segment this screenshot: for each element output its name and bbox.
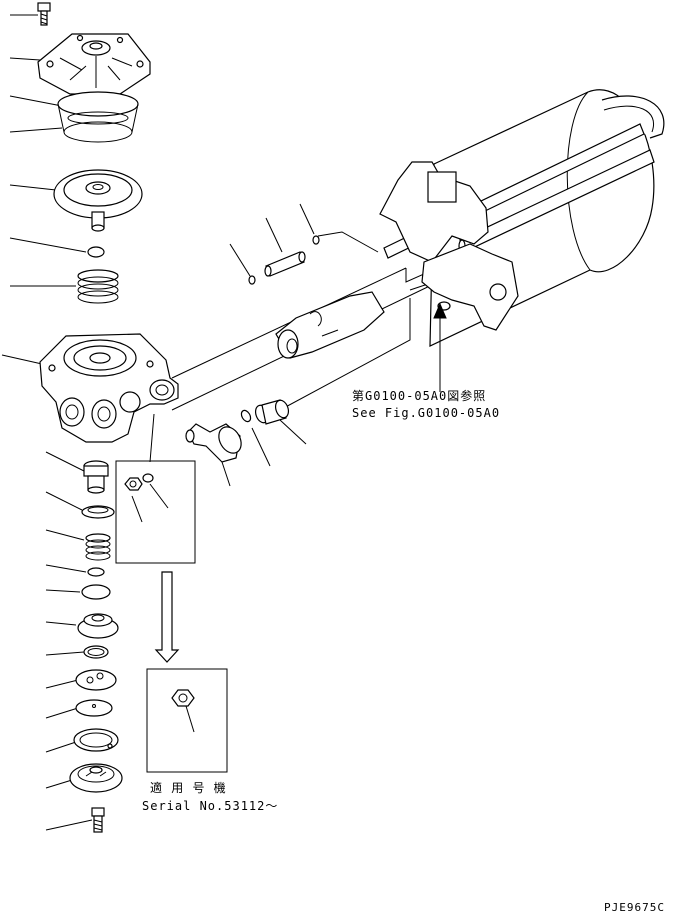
reference-text-jp: 第G0100-05A0図参照 [352,389,487,403]
leader-lines-left [1,14,93,831]
valve-body-part [39,333,179,443]
serial-text-en: Serial No.53112～ [142,799,279,813]
end-cover-part [69,763,123,793]
o-ring-lower-part [87,567,105,577]
cylinder-assembly [275,89,665,359]
figure-code: PJE9675C [604,901,665,914]
valve-cover-part [37,33,151,95]
ring-gasket-part [57,91,139,143]
serial-text-jp: 適 用 号 機 [150,781,227,795]
valve-disc-part [75,669,117,691]
o-ring-pin-part [248,275,256,285]
disc-part [75,699,113,717]
reference-text-en: See Fig.G0100-05A0 [352,406,501,420]
collar-part [254,399,307,445]
arrow-down-icon [154,571,180,663]
plug-part [83,460,109,494]
detail-box [115,413,196,564]
o-ring-elbow-part [240,409,252,423]
reference-arrow [433,302,447,392]
diaphragm-part [53,169,143,232]
bolt-top-part [37,2,51,26]
elbow-fitting-part [185,423,242,487]
spring-upper-part [77,269,119,304]
piston-part [77,613,119,639]
pin-part [264,217,306,277]
washer-part [81,584,111,600]
o-ring-upper-part [312,235,320,245]
snap-ring-large-part [73,728,119,752]
spring-lower-part [85,533,111,561]
snap-ring-small-part [83,645,109,659]
seat-ring-part [81,505,115,519]
bolt-bottom-part [91,807,105,833]
o-ring-small-part [87,246,105,258]
replacement-box [146,668,228,773]
